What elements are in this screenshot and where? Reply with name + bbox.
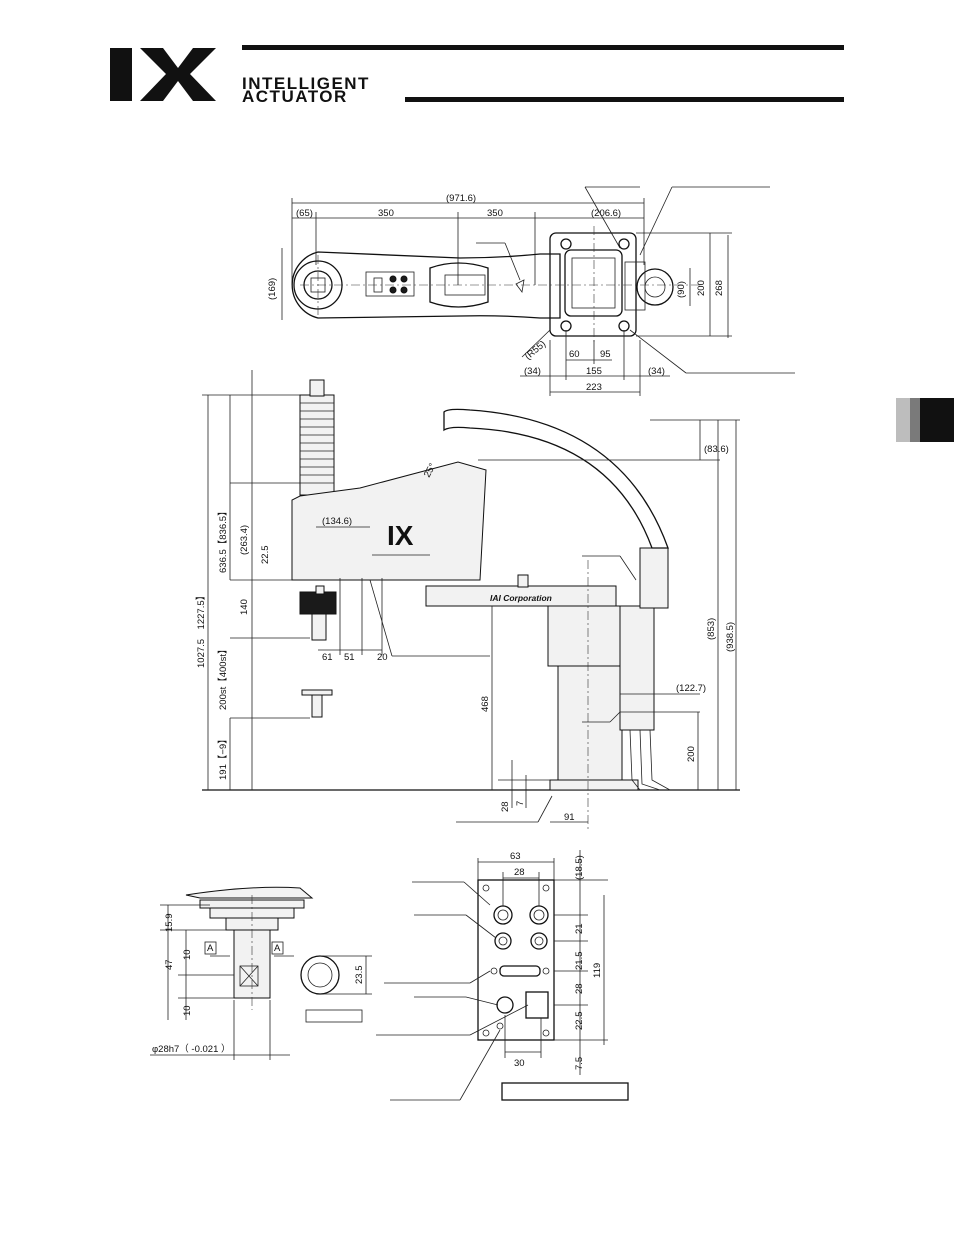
header-rule-top [242,45,844,50]
ix-logo [110,48,216,101]
dim-28: 28 [500,801,511,812]
dim-30: 30 [514,1058,525,1069]
dim-223: 223 [586,382,602,393]
section-tag-a2: A [274,943,281,954]
dim-15-9: 15.9 [164,914,175,933]
dim-r55: (R55) [523,339,548,363]
dim-119: 119 [592,963,603,978]
dim-51: 51 [344,652,355,663]
top-view: (971.6) (65) 350 350 (206.6) (169) [267,186,795,396]
dim-95: 95 [600,349,611,360]
dim-468: 468 [480,696,491,712]
dim-938-5: (938.5) [725,622,736,652]
dim-47: 47 [164,959,175,970]
dim-phi-28h7: φ28h7（ -0.021 ） [152,1043,231,1055]
dim-134-6: (134.6) [322,516,352,527]
header-rule-bottom [405,97,844,102]
dim-853: (853) [706,618,717,640]
brand-line-1: INTELLIGENT [242,74,370,93]
dim-122-7: (122.7) [676,683,706,694]
side-view: 1027.5 1227.5】 636.5【836.5】 (263.4) 22.5… [196,370,740,830]
dim-21: 21 [574,923,585,934]
dim-10a: 10 [182,949,193,960]
dim-28-panel: 28 [514,867,525,878]
section-tag-a1: A [207,943,214,954]
connector-panel: 63 28 (18.5) 21 21.5 28 22.5 7.5 119 30 [376,850,629,1101]
dim-22-5: 22.5 [260,546,271,565]
dim-34b: (34) [648,366,665,377]
dim-21-5: 21.5 [574,952,585,971]
dim-155: 155 [586,366,602,377]
dim-91: 91 [564,812,575,823]
arm-logo: IX [387,520,414,551]
dim-28-vert: 28 [574,983,585,994]
dim-34a: (34) [524,366,541,377]
arm-label: IAI Corporation [490,593,552,603]
panel-label-box [501,1082,629,1101]
dim-191: 191【−9】 [218,734,229,780]
dim-636-5: 636.5【836.5】 [218,506,229,573]
chapter-tab [896,398,954,442]
dim-65: (65) [296,208,313,219]
dim-61: 61 [322,652,333,663]
dim-63: 63 [510,851,521,862]
dim-20: 20 [377,652,388,663]
dim-22-5-panel: 22.5 [574,1012,585,1031]
section-label-box [305,1009,363,1023]
dim-overall: (971.6) [446,193,476,204]
dim-7: 7 [515,801,526,806]
dim-18-5: (18.5) [574,855,585,880]
dim-10b: 10 [182,1005,193,1016]
dim-7-5: 7.5 [574,1057,585,1070]
dim-60: 60 [569,349,580,360]
dim-200-top: 200 [696,280,707,296]
dim-stroke: 200st【400st】 [218,645,229,710]
dim-23-5: 23.5 [354,966,365,985]
dim-1027-5: 1027.5 1227.5】 [196,591,207,668]
dim-83-6: (83.6) [704,444,729,455]
dim-206-6: (206.6) [591,208,621,219]
bellows [299,379,335,496]
dim-169: (169) [267,278,278,300]
dim-90: (90) [676,281,687,298]
dim-200-side: 200 [686,746,697,762]
dim-263-4: (263.4) [239,525,250,555]
dim-350a: 350 [378,208,394,219]
dim-268: 268 [714,280,725,296]
dim-140: 140 [239,599,250,615]
brand-line-2: ACTUATOR [242,87,348,106]
dim-350b: 350 [487,208,503,219]
shaft-detail: 15.9 47 10 10 A A φ28h7（ -0.021 ） 23.5 [150,886,372,1060]
